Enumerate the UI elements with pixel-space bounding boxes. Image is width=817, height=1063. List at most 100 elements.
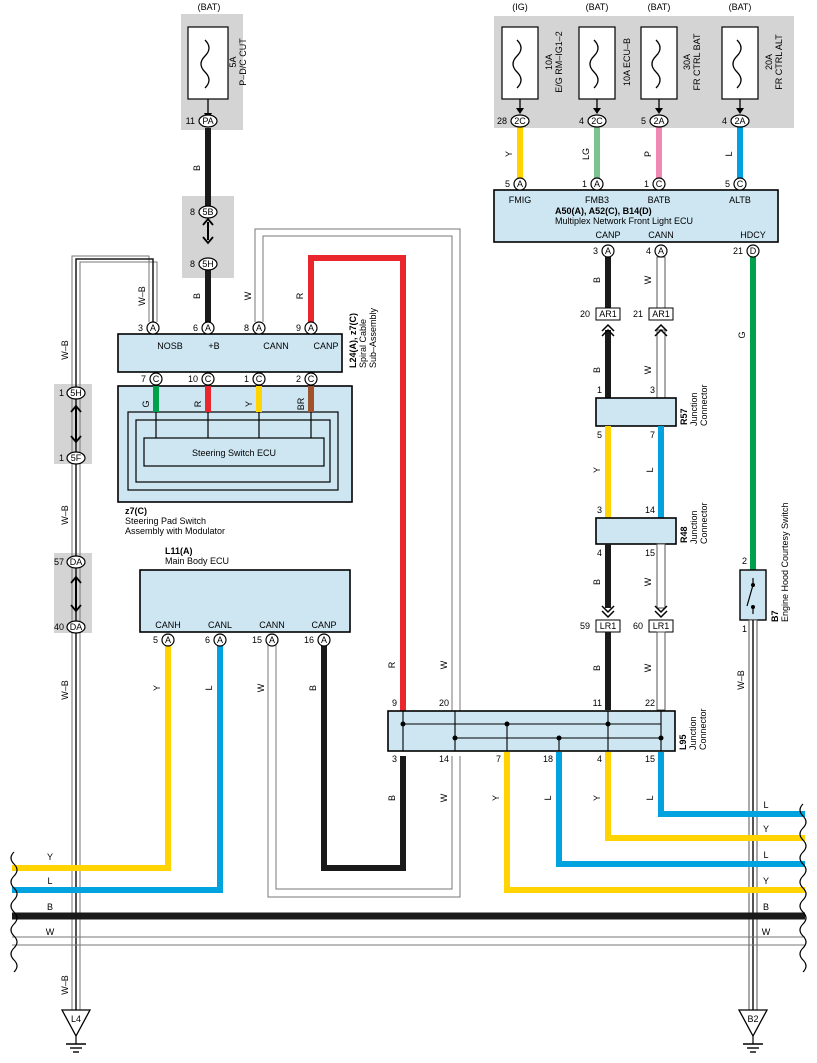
fuse-fralt: (BAT) 20A FR CTRL ALT (721, 2, 784, 100)
svg-text:A: A (517, 179, 523, 189)
svg-text:CANN: CANN (259, 620, 285, 630)
svg-text:C: C (308, 374, 315, 384)
svg-text:9: 9 (392, 698, 397, 708)
svg-text:R: R (193, 400, 203, 407)
svg-text:Y: Y (763, 824, 769, 834)
main-body-ecu: L11(A) Main Body ECU CANH CANL CANN CANP (139, 546, 351, 633)
svg-text:14: 14 (645, 505, 655, 515)
svg-text:1: 1 (59, 453, 64, 463)
svg-text:DA: DA (70, 622, 83, 632)
svg-text:Main Body ECU: Main Body ECU (165, 556, 229, 566)
svg-text:Connector: Connector (699, 502, 709, 544)
fuse-frbat-source: (BAT) (648, 2, 671, 12)
svg-text:L: L (543, 795, 553, 800)
svg-text:LR1: LR1 (600, 621, 617, 631)
connector-5b-5h: 5B 8 5H 8 (190, 205, 218, 271)
svg-text:FMIG: FMIG (509, 195, 532, 205)
svg-text:3: 3 (650, 385, 655, 395)
svg-text:15: 15 (645, 548, 655, 558)
svg-text:W: W (46, 927, 55, 937)
svg-text:2A: 2A (734, 116, 745, 126)
svg-text:5: 5 (641, 116, 646, 126)
junction-r48: 3 14 4 15 R48 Junction Connector (595, 502, 709, 558)
wire-label-w-cann2: W (643, 365, 653, 374)
wire-label-w-lr1: W (643, 663, 653, 672)
svg-text:A: A (605, 246, 611, 256)
svg-text:Y: Y (152, 685, 162, 691)
svg-text:Assembly with Modulator: Assembly with Modulator (125, 526, 225, 536)
svg-text:18: 18 (543, 754, 553, 764)
wire-label-y-r57: Y (592, 467, 602, 473)
svg-text:2A: 2A (653, 116, 664, 126)
svg-text:Connector: Connector (698, 708, 708, 750)
svg-text:A: A (269, 635, 275, 645)
svg-text:B: B (47, 902, 53, 912)
svg-text:60: 60 (633, 621, 643, 631)
svg-text:40: 40 (54, 622, 64, 632)
svg-text:Y: Y (592, 795, 602, 801)
svg-text:8: 8 (190, 259, 195, 269)
svg-text:+B: +B (208, 341, 219, 351)
svg-text:CANP: CANP (595, 230, 620, 240)
svg-text:1: 1 (644, 179, 649, 189)
connector-ar1: AR1 AR1 20 21 (580, 307, 674, 337)
svg-text:15: 15 (645, 754, 655, 764)
svg-text:B7: B7 (770, 610, 780, 622)
svg-text:10: 10 (188, 374, 198, 384)
break-left (10, 851, 18, 973)
wire-label-w-l95: W (439, 660, 449, 669)
svg-text:Junction: Junction (689, 510, 699, 544)
wire-label-wb-4: W–B (60, 975, 70, 995)
svg-text:A: A (165, 635, 171, 645)
svg-text:L11(A): L11(A) (165, 546, 193, 556)
svg-text:6: 6 (193, 323, 198, 333)
ground-l4: L4 (60, 1009, 92, 1053)
svg-text:W: W (256, 683, 266, 692)
svg-text:A: A (308, 323, 314, 333)
svg-text:C: C (205, 374, 212, 384)
wire-label-w-spiral: W (243, 291, 253, 300)
svg-text:4: 4 (646, 246, 651, 256)
svg-text:28: 28 (497, 116, 507, 126)
svg-text:3: 3 (392, 754, 397, 764)
wire-label-w-cann1: W (643, 275, 653, 284)
svg-text:A: A (150, 323, 156, 333)
svg-text:B: B (763, 902, 769, 912)
spiral-cable: NOSB +B CANN CANP A 3 A 6 A 8 A 9 C 7 C … (117, 307, 378, 386)
fuse-ecub-name: ECU–B (622, 38, 632, 68)
svg-text:CANL: CANL (208, 620, 232, 630)
svg-text:Spiral Cable: Spiral Cable (358, 319, 368, 368)
wire-label-r-l95: R (387, 661, 397, 668)
svg-text:L: L (763, 850, 768, 860)
svg-text:7: 7 (141, 374, 146, 384)
svg-text:AR1: AR1 (599, 309, 617, 319)
fuse-fralt-source: (BAT) (729, 2, 752, 12)
svg-text:Sub–Assembly: Sub–Assembly (368, 307, 378, 368)
svg-text:14: 14 (439, 754, 449, 764)
svg-text:Connector: Connector (699, 384, 709, 426)
svg-text:4: 4 (579, 116, 584, 126)
svg-text:5H: 5H (202, 259, 214, 269)
wire-label-b-lr1: B (592, 665, 602, 671)
svg-text:CANP: CANP (313, 341, 338, 351)
svg-text:DA: DA (70, 557, 83, 567)
svg-text:5B: 5B (202, 207, 213, 217)
svg-text:CANN: CANN (648, 230, 674, 240)
junction-r57: 1 3 5 7 R57 Junction Connector (595, 384, 709, 440)
break-right (799, 803, 807, 973)
svg-text:C: C (656, 179, 663, 189)
svg-text:15: 15 (252, 635, 262, 645)
svg-text:1: 1 (597, 385, 602, 395)
svg-text:5: 5 (505, 179, 510, 189)
svg-text:1: 1 (59, 388, 64, 398)
svg-text:A: A (256, 323, 262, 333)
svg-text:L24(A), z7(C): L24(A), z7(C) (348, 313, 358, 368)
svg-text:A: A (594, 179, 600, 189)
svg-text:8: 8 (244, 323, 249, 333)
wire-label-g-hdcy: G (737, 331, 747, 338)
fuse-pdc-source: (BAT) (198, 2, 221, 12)
svg-text:59: 59 (580, 621, 590, 631)
wire-label-l-top: L (724, 151, 734, 156)
fuse-ecub: (BAT) 10A ECU–B (578, 2, 632, 100)
